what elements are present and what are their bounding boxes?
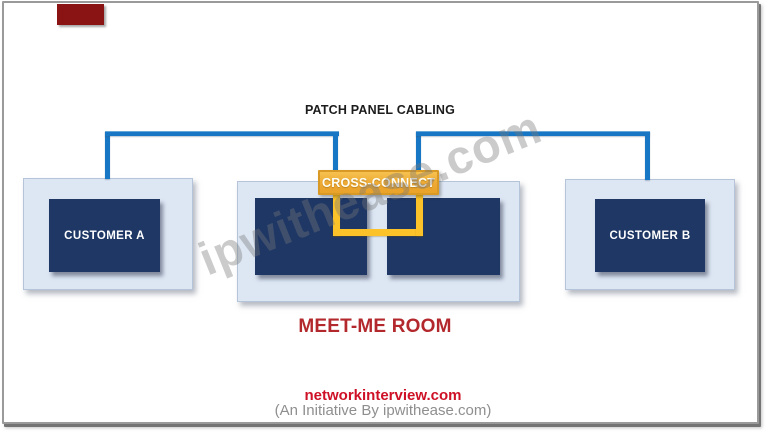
cable-blue-customer-a-drop [105,131,110,179]
cable-yellow-right-drop [416,192,423,236]
customer-a-panel: CUSTOMER A [49,199,160,272]
cable-blue-right-horizontal [416,131,650,136]
cross-connect-tag: CROSS-CONNECT [318,170,439,195]
corner-red-mark [57,4,104,25]
footer-tagline: (An Initiative By ipwithease.com) [274,402,492,419]
customer-b-panel: CUSTOMER B [595,199,705,272]
cable-blue-left-to-cross-connect [333,131,338,174]
patch-panel-right [387,198,500,275]
cable-blue-customer-b-drop [645,131,650,180]
cable-blue-left-horizontal [105,131,339,136]
customer-b-label: CUSTOMER B [609,229,691,242]
diagram-title: PATCH PANEL CABLING [304,103,456,117]
customer-a-label: CUSTOMER A [64,229,145,242]
patch-panel-left [255,198,367,275]
meet-me-room-label: MEET-ME ROOM [298,316,452,337]
cable-yellow-bottom-link [333,229,423,236]
footer-site-link[interactable]: networkinterview.com [304,387,462,404]
cable-blue-right-to-cross-connect [416,131,421,174]
cable-yellow-left-drop [333,192,340,236]
